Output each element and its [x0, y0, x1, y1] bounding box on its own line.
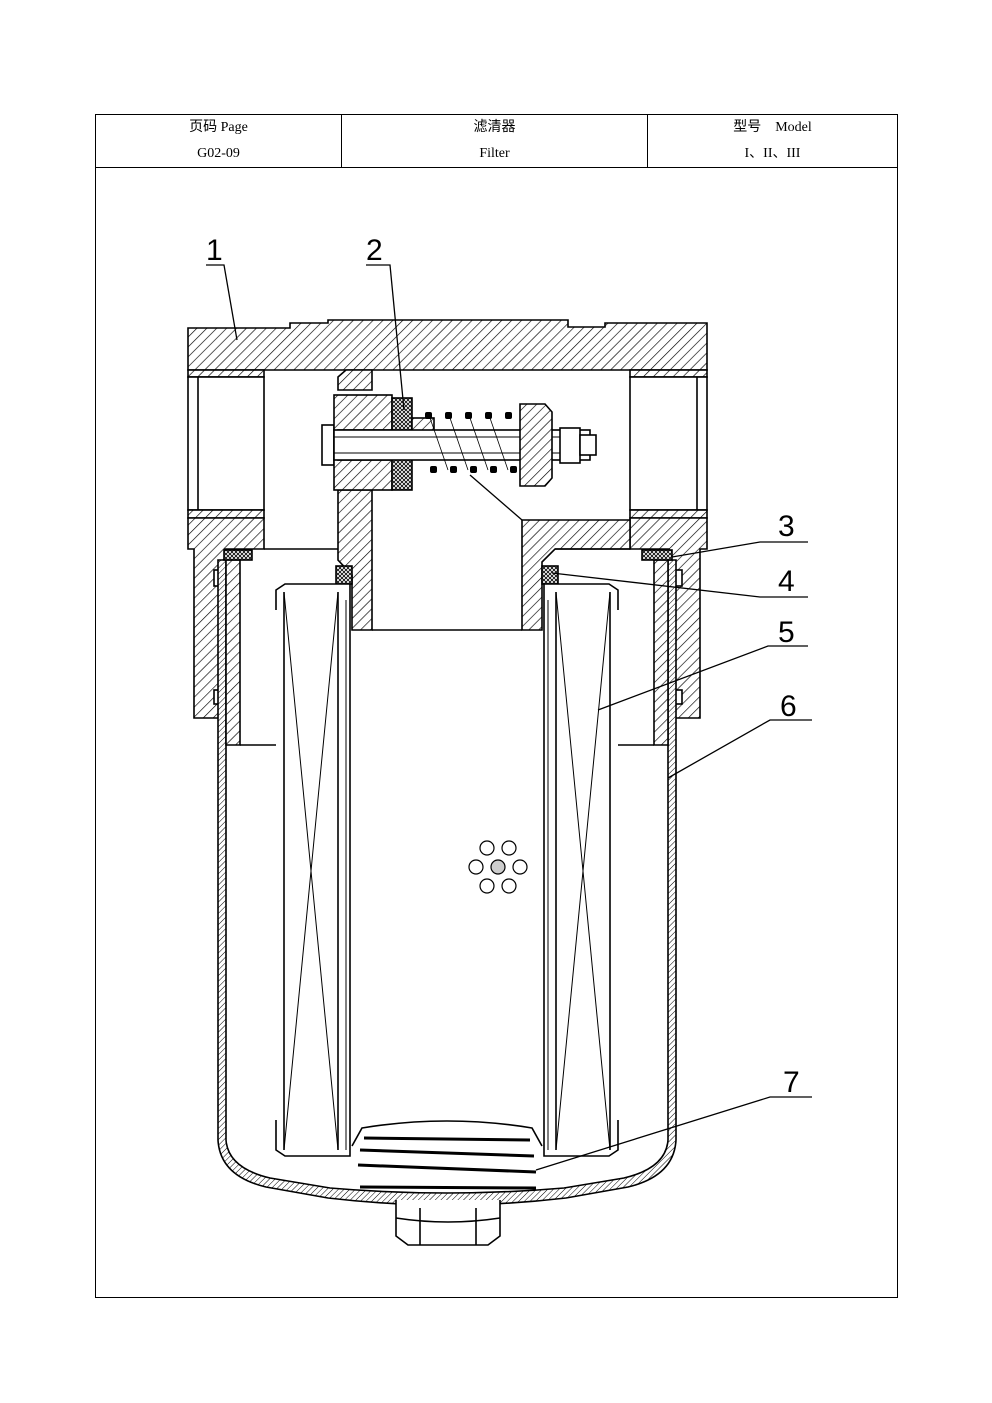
callout-1: 1 — [206, 234, 223, 267]
bypass-valve — [321, 394, 597, 491]
title-cn: 滤清器 — [473, 120, 516, 135]
bottom-spring — [357, 1136, 537, 1190]
page-label: 页码 Page — [189, 120, 248, 135]
callout-7: 7 — [783, 1066, 800, 1099]
perforation-pattern — [468, 840, 528, 894]
page-cell: 页码 Page G02-09 — [96, 115, 342, 167]
model-label: 型号 Model — [733, 120, 812, 135]
page-number: G02-09 — [197, 146, 240, 161]
callout-6: 6 — [780, 690, 797, 723]
callout-2: 2 — [366, 234, 383, 267]
title-block: 页码 Page G02-09 滤清器 Filter 型号 Model I、II、… — [96, 115, 897, 168]
filter-head — [187, 319, 708, 719]
callout-4: 4 — [778, 565, 795, 598]
callout-5: 5 — [778, 616, 795, 649]
seals — [223, 549, 673, 585]
model-value: I、II、III — [744, 146, 801, 161]
model-cell: 型号 Model I、II、III — [648, 115, 897, 167]
callout-labels: 1 2 3 4 5 6 7 — [206, 234, 800, 1099]
drawing-sheet: 页码 Page G02-09 滤清器 Filter 型号 Model I、II、… — [95, 114, 898, 1298]
leader-lines — [206, 264, 812, 1171]
filter-element — [275, 583, 619, 1157]
callout-3: 3 — [778, 510, 795, 543]
title-en: Filter — [479, 146, 510, 161]
spring-coils — [425, 412, 517, 473]
title-cell: 滤清器 Filter — [342, 115, 648, 167]
